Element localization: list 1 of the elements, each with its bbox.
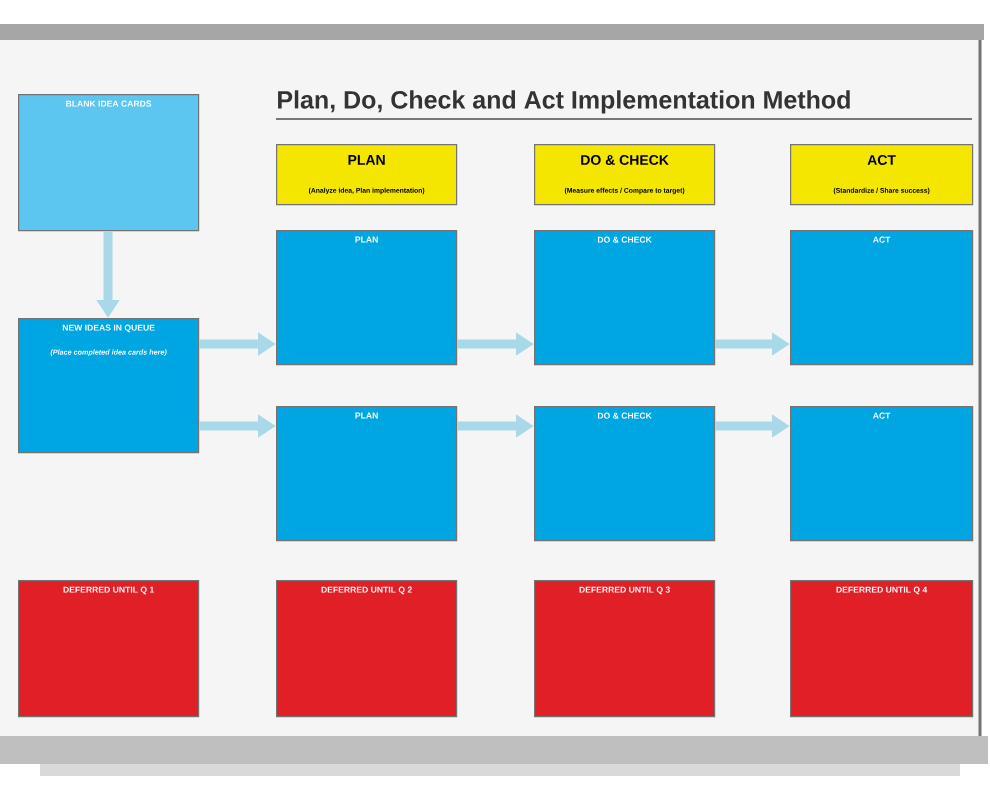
title: Plan, Do, Check and Act Implementation Method [278,90,850,114]
